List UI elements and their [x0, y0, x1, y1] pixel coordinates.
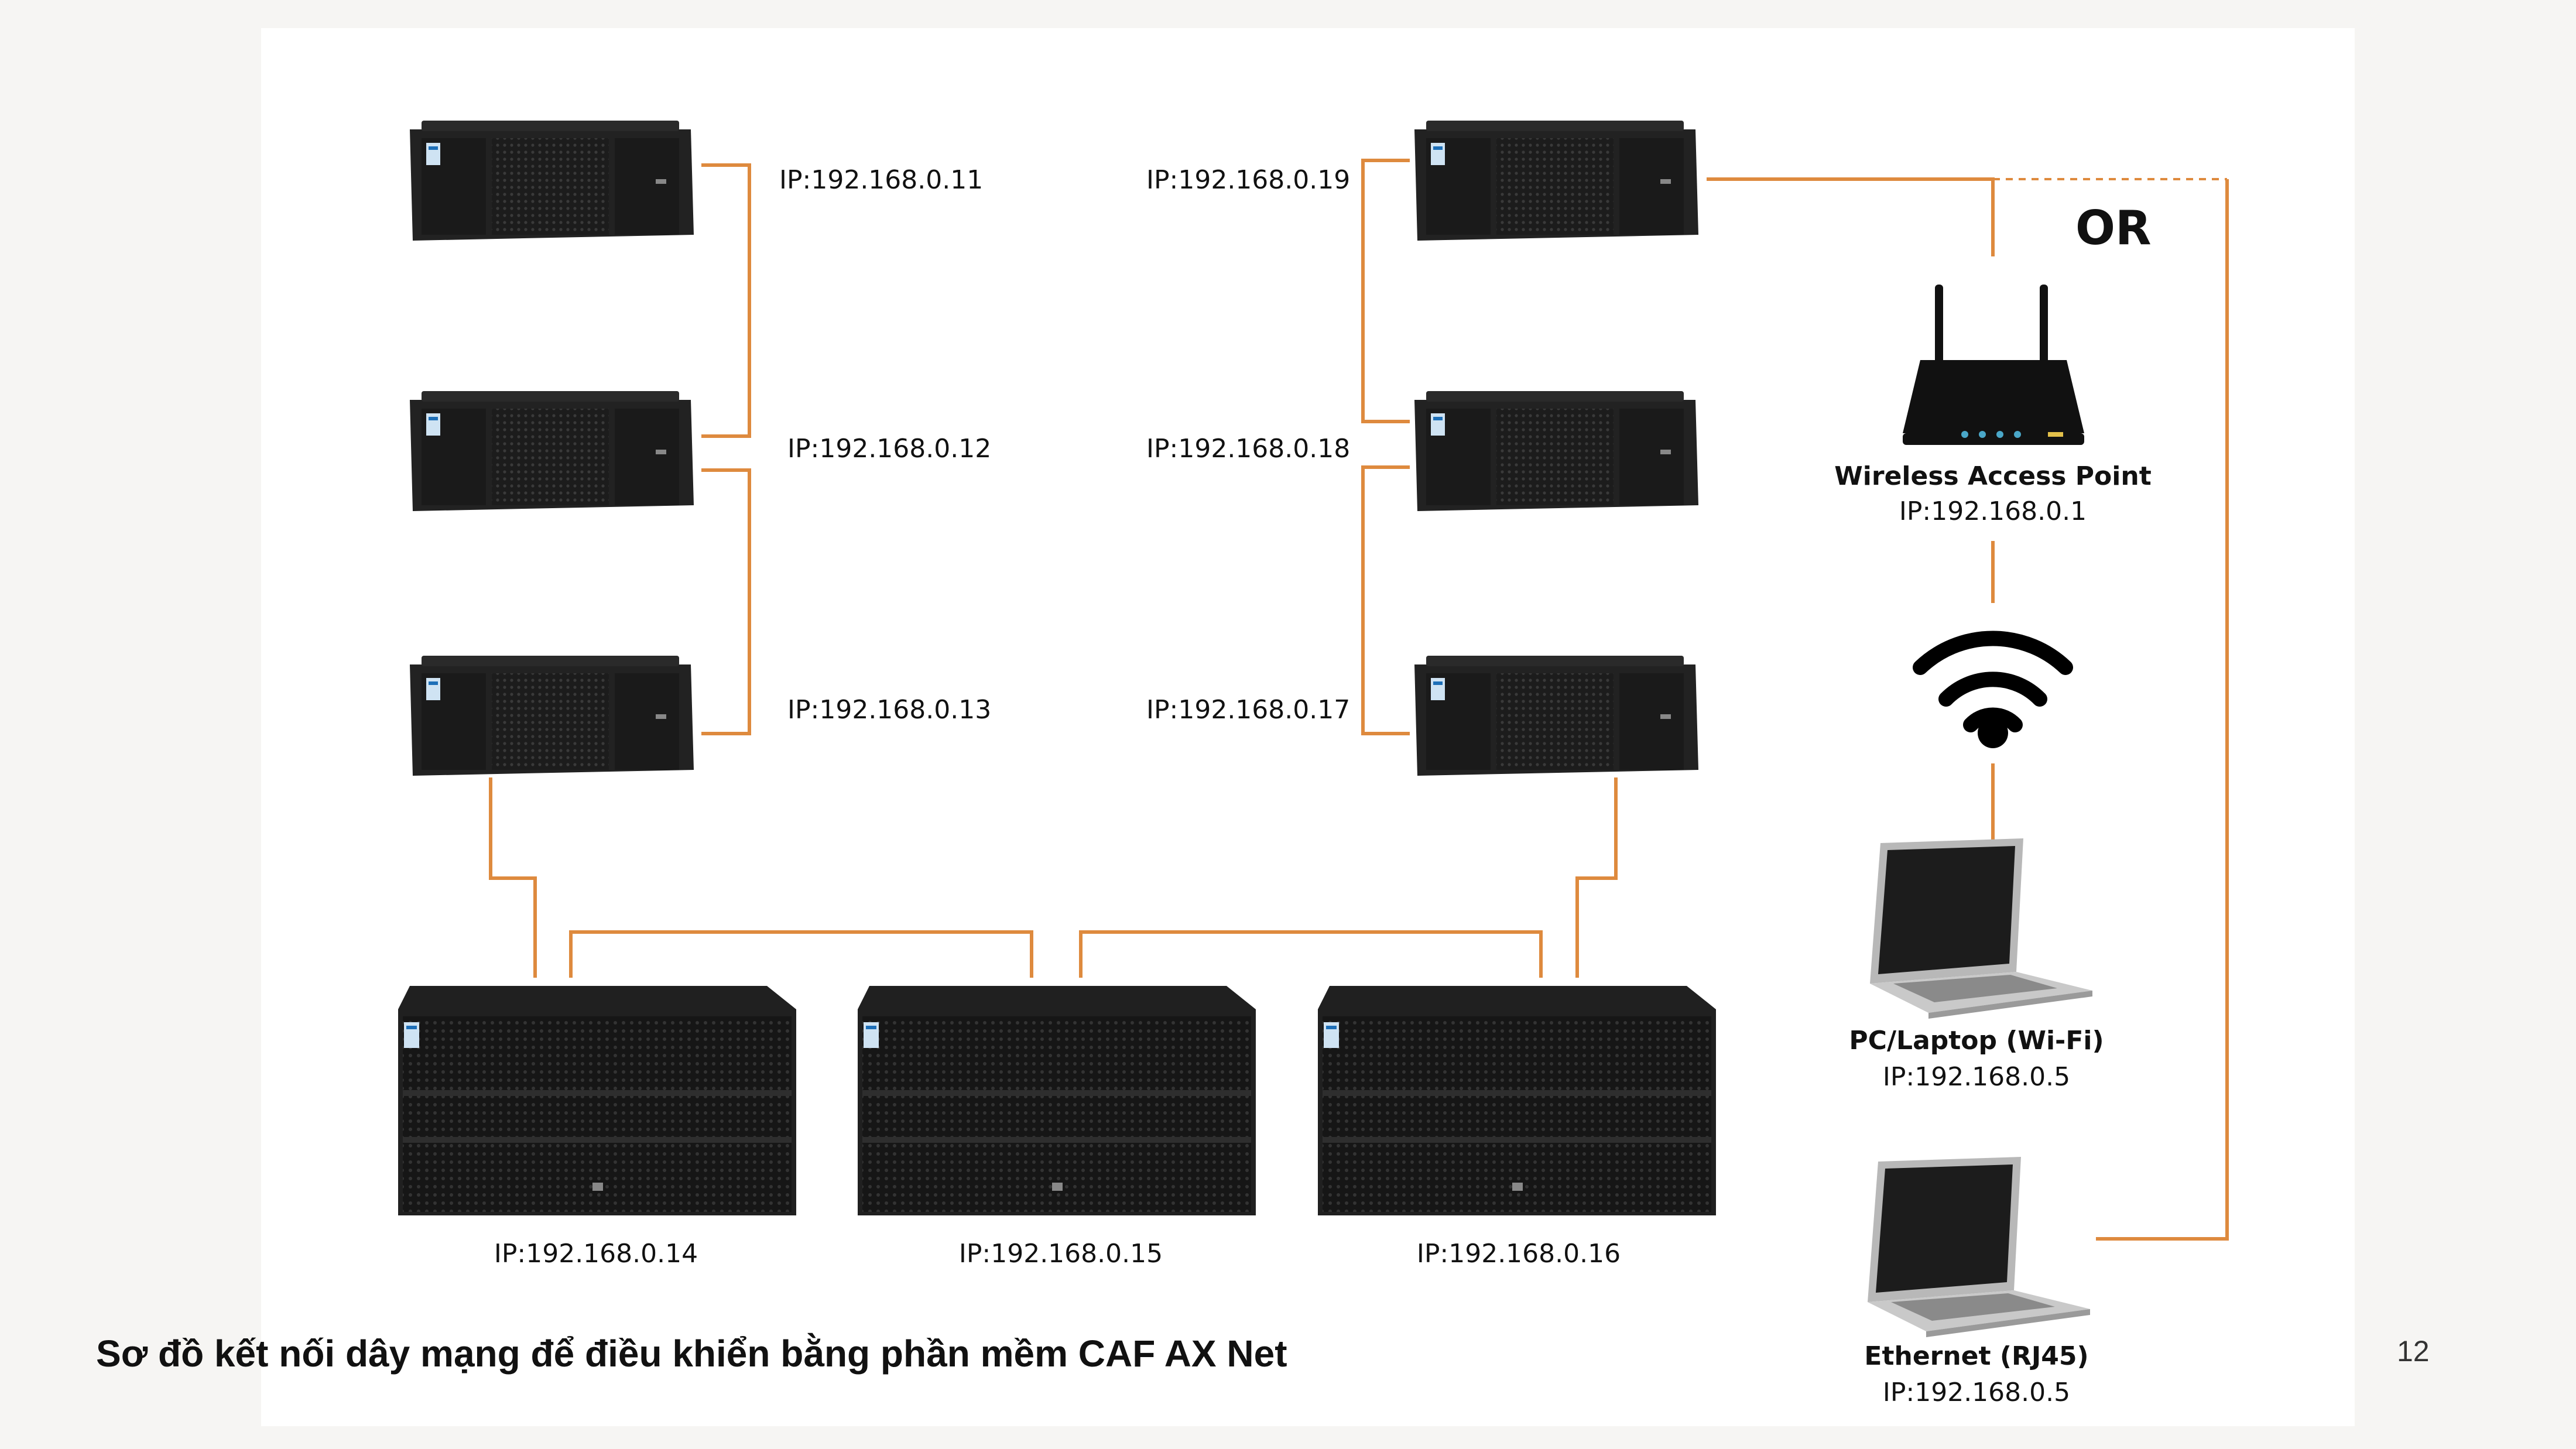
line-array-speaker	[410, 121, 694, 241]
laptop-icon	[1868, 1157, 2090, 1337]
cable-12-13	[701, 468, 751, 735]
cable-sub15-sub16	[1079, 930, 1543, 978]
page-number: 12	[2397, 1335, 2430, 1368]
line-array-speaker	[1414, 656, 1698, 776]
slide-caption: Sơ đồ kết nối dây mạng để điều khiển bằn…	[96, 1332, 1287, 1375]
cable-17-18	[1361, 465, 1410, 735]
line-array-speaker	[1414, 391, 1698, 511]
cable-sub14-sub15	[569, 930, 1033, 978]
or-label: OR	[2075, 201, 2152, 255]
ip-label-speaker-18: IP:192.168.0.18	[1146, 434, 1351, 464]
ip-label-sub-15: IP:192.168.0.15	[958, 1239, 1163, 1269]
cable-13-sub14	[489, 777, 537, 978]
cables	[489, 159, 2229, 1241]
subwoofer	[398, 986, 796, 1215]
line-array-speaker	[1414, 121, 1698, 241]
subwoofer	[858, 986, 1256, 1215]
router-icon	[1903, 285, 2084, 445]
cable-ethernet-laptop	[2096, 179, 2229, 1241]
ip-label-speaker-17: IP:192.168.0.17	[1146, 695, 1351, 725]
laptop-wifi-label: PC/Laptop (Wi-Fi)	[1849, 1026, 2104, 1056]
ip-label-sub-14: IP:192.168.0.14	[494, 1239, 698, 1269]
wifi-icon	[1913, 631, 2073, 748]
cable-sub16-17	[1575, 777, 1618, 978]
access-point-label: Wireless Access Point	[1834, 461, 2152, 491]
cable-11-12	[701, 163, 751, 438]
laptop-wifi-ip: IP:192.168.0.5	[1882, 1062, 2071, 1092]
ip-label-speaker-13: IP:192.168.0.13	[787, 695, 992, 725]
line-array-speaker	[410, 391, 694, 511]
laptop-ethernet-ip: IP:192.168.0.5	[1882, 1378, 2071, 1407]
ip-label-speaker-19: IP:192.168.0.19	[1146, 165, 1351, 195]
laptop-icon	[1870, 838, 2092, 1019]
cable-18-19	[1361, 159, 1410, 423]
cable-19-ap	[1707, 177, 1995, 256]
ip-label-speaker-12: IP:192.168.0.12	[787, 434, 992, 464]
laptop-ethernet-label: Ethernet (RJ45)	[1864, 1341, 2089, 1371]
line-array-speaker	[410, 656, 694, 776]
subwoofer	[1318, 986, 1716, 1215]
access-point-ip: IP:192.168.0.1	[1899, 496, 2087, 526]
ip-label-speaker-11: IP:192.168.0.11	[779, 165, 984, 195]
ip-label-sub-16: IP:192.168.0.16	[1416, 1239, 1621, 1269]
